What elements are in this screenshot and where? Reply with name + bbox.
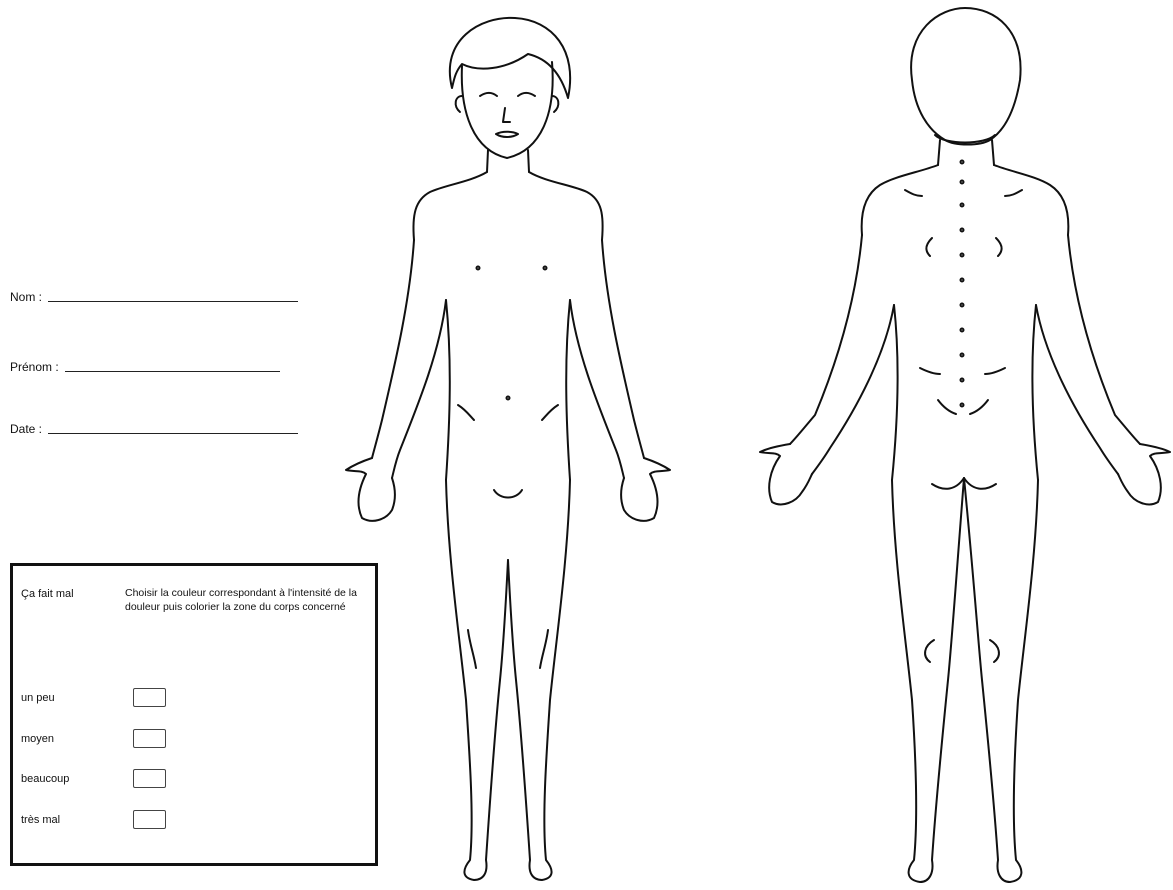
body-back-outline[interactable] [760, 8, 1170, 882]
body-front-outline[interactable] [346, 18, 670, 880]
